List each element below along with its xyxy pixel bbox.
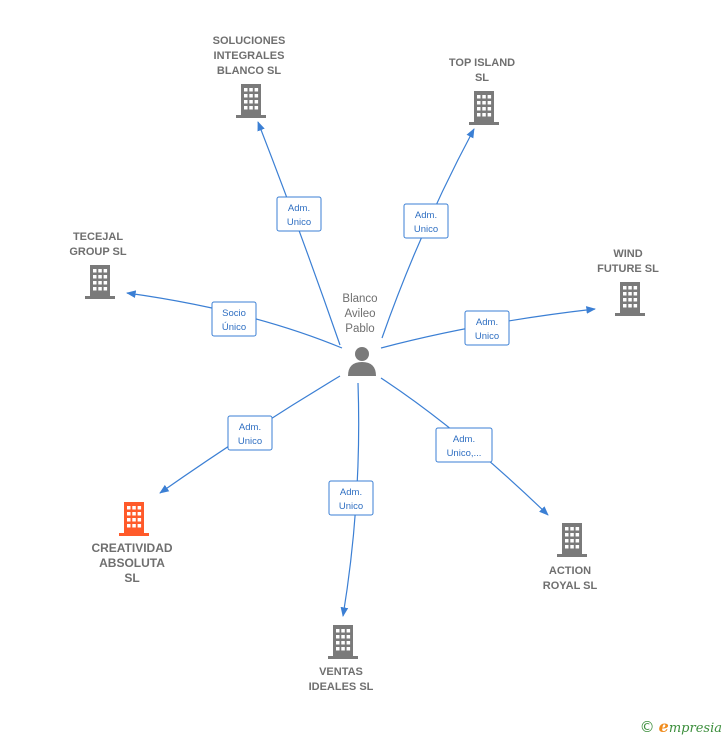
copyright-icon: © — [639, 717, 655, 736]
building-icon — [328, 625, 358, 659]
relation-label-ventas[interactable]: Adm. Unico — [328, 480, 374, 516]
svg-text:Unico: Unico — [238, 436, 262, 447]
person-node[interactable]: Blanco Avileo Pablo — [342, 293, 378, 376]
svg-text:GROUP SL: GROUP SL — [69, 246, 127, 258]
svg-text:Adm.: Adm. — [453, 434, 475, 445]
person-name-line-2: Avileo — [344, 308, 375, 320]
building-icon — [236, 84, 266, 118]
svg-text:Único: Único — [222, 322, 246, 333]
svg-text:IDEALES SL: IDEALES SL — [309, 681, 374, 693]
svg-text:VENTAS: VENTAS — [319, 666, 363, 678]
svg-text:Adm.: Adm. — [415, 210, 437, 221]
building-icon — [119, 502, 149, 536]
building-icon — [85, 265, 115, 299]
svg-text:Unico: Unico — [339, 501, 363, 512]
svg-text:Unico: Unico — [414, 224, 438, 235]
svg-text:Unico: Unico — [287, 217, 311, 228]
relation-label-soluciones[interactable]: Adm. Unico — [276, 196, 322, 232]
company-node-wind-future[interactable]: WIND FUTURE SL — [597, 248, 659, 316]
brand-logo[interactable]: empresia — [658, 717, 722, 736]
company-node-action-royal[interactable]: ACTION ROYAL SL — [543, 523, 598, 592]
svg-text:Adm.: Adm. — [476, 317, 498, 328]
svg-text:SL: SL — [475, 72, 489, 84]
relation-label-creatividad[interactable]: Adm. Unico — [227, 415, 273, 451]
svg-text:Unico: Unico — [475, 331, 499, 342]
relation-label-action-royal[interactable]: Adm. Unico,... — [435, 427, 493, 463]
svg-text:ABSOLUTA: ABSOLUTA — [99, 556, 165, 570]
building-icon — [615, 282, 645, 316]
company-node-soluciones[interactable]: SOLUCIONES INTEGRALES BLANCO SL — [213, 35, 286, 118]
building-icon — [557, 523, 587, 557]
company-node-top-island[interactable]: TOP ISLAND SL — [449, 57, 515, 125]
svg-text:INTEGRALES: INTEGRALES — [214, 50, 285, 62]
edge-soluciones — [257, 121, 341, 346]
relation-label-wind-future[interactable]: Adm. Unico — [464, 310, 510, 346]
svg-text:SOLUCIONES: SOLUCIONES — [213, 35, 286, 47]
svg-text:CREATIVIDAD: CREATIVIDAD — [91, 541, 172, 555]
svg-text:Adm.: Adm. — [239, 422, 261, 433]
svg-text:Unico,...: Unico,... — [447, 448, 482, 459]
person-name-line-3: Pablo — [345, 323, 374, 335]
svg-text:Adm.: Adm. — [340, 487, 362, 498]
relation-label-tecejal[interactable]: Socio Único — [211, 301, 257, 337]
company-node-ventas[interactable]: VENTAS IDEALES SL — [309, 625, 374, 693]
svg-text:TECEJAL: TECEJAL — [73, 231, 123, 243]
svg-text:BLANCO SL: BLANCO SL — [217, 65, 281, 77]
person-name-line-1: Blanco — [342, 293, 377, 305]
svg-text:WIND: WIND — [613, 248, 642, 260]
svg-text:TOP ISLAND: TOP ISLAND — [449, 57, 515, 69]
company-node-tecejal[interactable]: TECEJAL GROUP SL — [69, 231, 127, 299]
svg-text:ROYAL SL: ROYAL SL — [543, 580, 598, 592]
svg-text:Adm.: Adm. — [288, 203, 310, 214]
person-icon — [348, 347, 376, 376]
footer-brand: © empresia — [640, 717, 722, 736]
svg-text:SL: SL — [124, 571, 139, 585]
svg-text:FUTURE SL: FUTURE SL — [597, 263, 659, 275]
building-icon — [469, 91, 499, 125]
company-node-creatividad[interactable]: CREATIVIDAD ABSOLUTA SL — [91, 502, 173, 585]
svg-text:ACTION: ACTION — [549, 565, 591, 577]
svg-text:Socio: Socio — [222, 308, 246, 319]
relation-label-top-island[interactable]: Adm. Unico — [403, 203, 449, 239]
